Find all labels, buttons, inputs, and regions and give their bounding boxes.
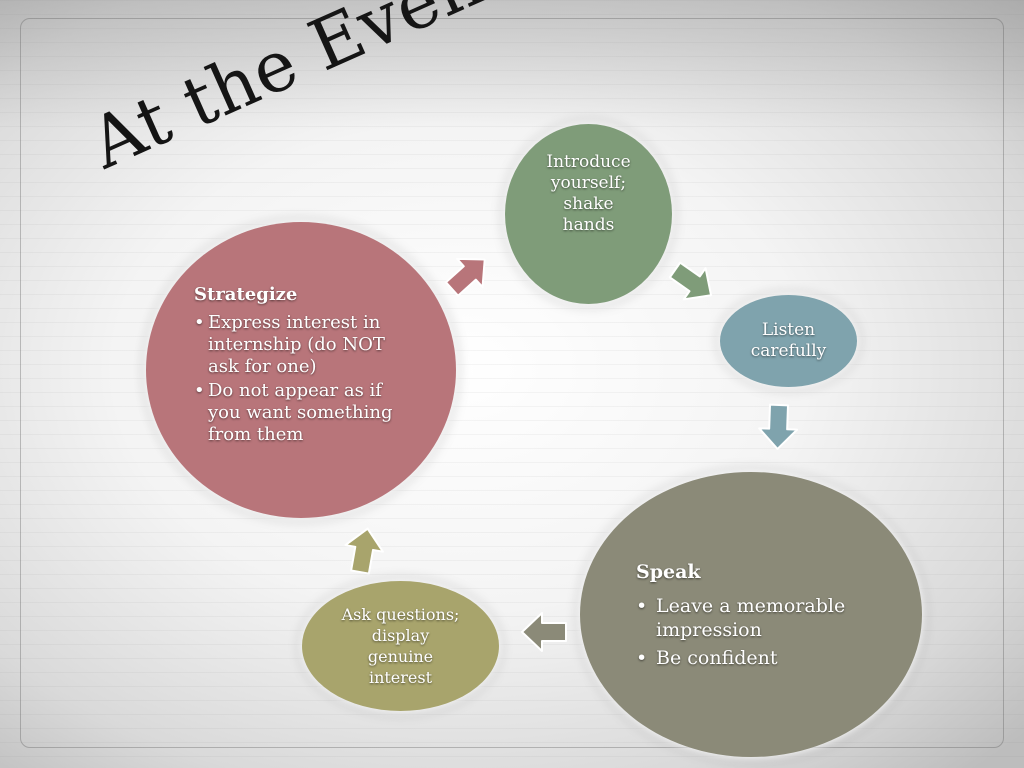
node-ask: Ask questions; display genuine interest <box>302 581 499 711</box>
node-introduce: Introduce yourself; shake hands <box>505 124 672 304</box>
speak-heading: Speak <box>636 561 701 583</box>
node-listen: Listen carefully <box>720 295 857 387</box>
node-strategize: Strategize Express interest in internshi… <box>146 222 456 518</box>
strategize-bullet: Express interest in internship (do NOT a… <box>194 312 416 378</box>
speak-bullet: Be confident <box>636 646 882 670</box>
node-speak: Speak Leave a memorable impression Be co… <box>580 472 922 757</box>
introduce-label: Introduce yourself; shake hands <box>546 152 631 235</box>
slide-frame <box>20 18 1004 748</box>
speak-bullet-list: Leave a memorable impression Be confiden… <box>636 594 882 670</box>
listen-label: Listen carefully <box>750 320 827 361</box>
postmark-stamp-band <box>0 0 1024 130</box>
strategize-bullet: Do not appear as if you want something f… <box>194 380 416 446</box>
ask-label: Ask questions; display genuine interest <box>341 605 460 687</box>
strategize-bullet-list: Express interest in internship (do NOT a… <box>194 312 416 446</box>
speak-bullet: Leave a memorable impression <box>636 594 882 642</box>
strategize-heading: Strategize <box>194 284 298 305</box>
